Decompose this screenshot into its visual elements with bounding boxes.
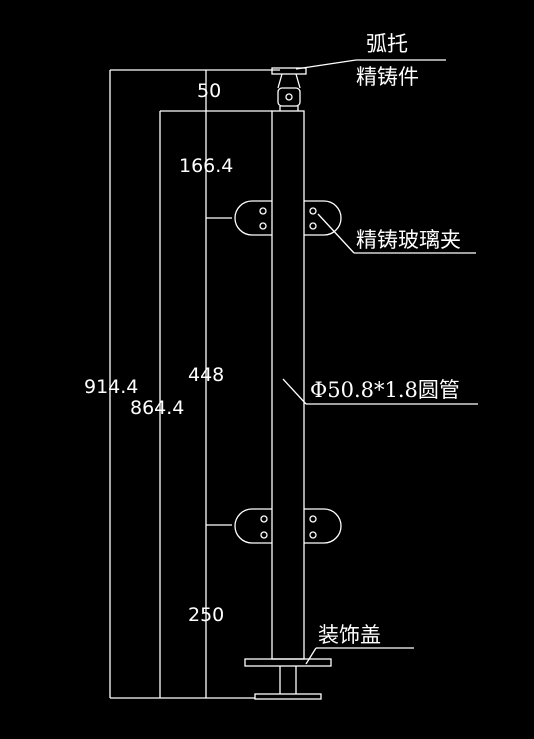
dimension-914-line — [109, 69, 280, 699]
label-glass-clamp: 精铸玻璃夹 — [356, 228, 461, 252]
leader-decor-cover — [305, 647, 414, 665]
dim-166: 166.4 — [179, 155, 233, 177]
glass-clamp-lower — [234, 508, 342, 544]
label-tube-spec: Φ50.8*1.8圆管 — [310, 378, 460, 402]
label-bracket: 弧托 — [366, 32, 408, 56]
leader-glass-clamp — [317, 213, 476, 254]
label-decor-cover: 装饰盖 — [318, 623, 381, 647]
label-bracket-casting: 精铸件 — [356, 65, 419, 89]
leader-tube — [282, 378, 478, 405]
base-plate — [254, 666, 322, 700]
top-bracket-casting — [271, 67, 307, 111]
dim-448: 448 — [188, 364, 224, 386]
dimension-chain-line — [205, 70, 232, 698]
dim-50: 50 — [197, 80, 221, 102]
decorative-cover — [244, 658, 332, 667]
glass-clamp-upper — [234, 200, 342, 236]
dim-864: 864.4 — [130, 397, 184, 419]
dim-914: 914.4 — [84, 376, 138, 398]
dim-250: 250 — [188, 604, 224, 626]
leader-bracket — [295, 59, 446, 70]
dimension-864-line — [159, 110, 272, 698]
